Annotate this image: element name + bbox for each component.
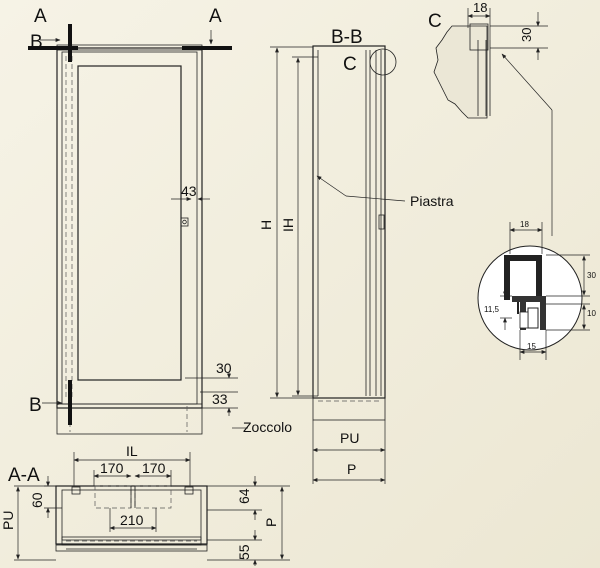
dim-p-side-label: P bbox=[347, 461, 356, 477]
dim-detail-15-label: 15 bbox=[527, 342, 536, 351]
profile-detail-view bbox=[477, 222, 590, 360]
dim-30-label: 30 bbox=[216, 360, 232, 376]
section-a-left-label: A bbox=[34, 6, 47, 27]
dim-c-18-label: 18 bbox=[473, 0, 487, 15]
dim-170-left-label: 170 bbox=[100, 460, 124, 476]
zoccolo-label: Zoccolo bbox=[243, 419, 292, 435]
dim-pu-plan-label: PU bbox=[0, 511, 16, 530]
dim-detail-10-label: 10 bbox=[587, 309, 596, 318]
dim-43-label: 43 bbox=[181, 183, 197, 199]
dim-60-label: 60 bbox=[29, 492, 45, 508]
piastra-label: Piastra bbox=[410, 193, 454, 209]
dim-ih-label: IH bbox=[280, 218, 296, 232]
section-aa-view bbox=[14, 452, 290, 566]
section-bb-label: B-B bbox=[331, 27, 363, 48]
dim-h-label: H bbox=[258, 220, 274, 230]
dim-pu-side-label: PU bbox=[340, 430, 359, 446]
section-aa-label: A-A bbox=[8, 465, 40, 486]
section-b-top-label: B bbox=[30, 32, 43, 53]
detail-c-title: C bbox=[428, 11, 442, 32]
section-b-bottom-label: B bbox=[29, 395, 42, 416]
detail-c-view bbox=[433, 8, 553, 236]
dim-170-right-label: 170 bbox=[142, 460, 166, 476]
dim-33-label: 33 bbox=[212, 391, 228, 407]
dim-64-label: 64 bbox=[236, 488, 252, 504]
dim-p-plan-label: P bbox=[263, 518, 279, 527]
side-section-view bbox=[270, 45, 406, 484]
dim-c-30-label: 30 bbox=[519, 28, 534, 42]
dim-210-label: 210 bbox=[120, 512, 144, 528]
dim-detail-18-label: 18 bbox=[520, 220, 529, 229]
front-view bbox=[28, 24, 248, 435]
section-a-right-label: A bbox=[209, 6, 222, 27]
dim-55-label: 55 bbox=[236, 544, 252, 560]
dim-detail-11-5-label: 11,5 bbox=[484, 305, 500, 314]
dim-detail-30-label: 30 bbox=[587, 271, 596, 280]
detail-c-reference-label: C bbox=[343, 54, 357, 75]
dim-il-label: IL bbox=[126, 443, 138, 459]
